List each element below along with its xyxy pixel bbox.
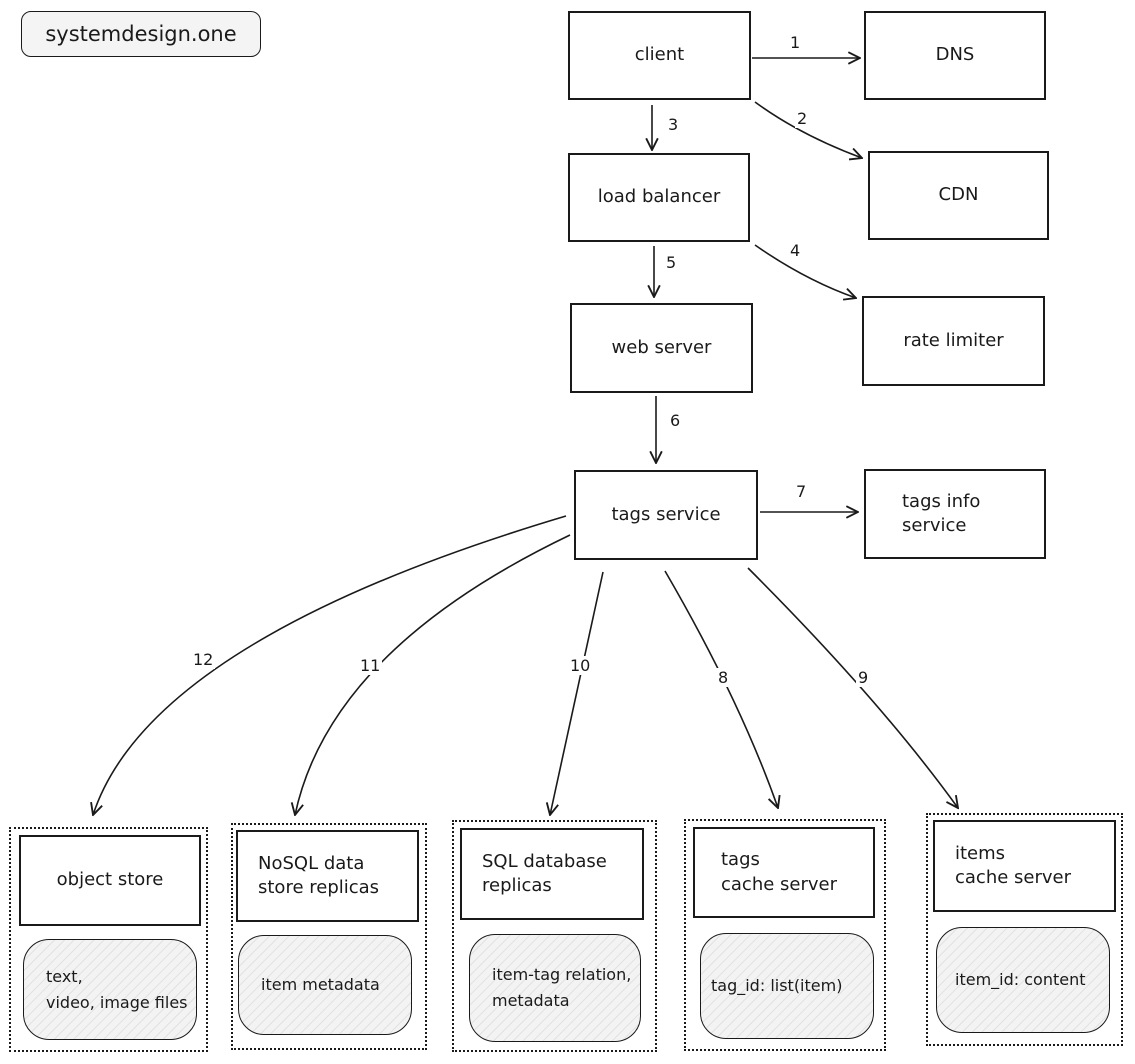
dns-node: DNS <box>864 11 1046 100</box>
edge-label-2: 2 <box>795 109 810 128</box>
sql-data: item-tag relation, metadata <box>469 934 641 1042</box>
edge-label-7: 7 <box>794 482 809 501</box>
cdn-node: CDN <box>868 151 1049 240</box>
object-store-node: object store <box>19 835 201 926</box>
edge-label-10: 10 <box>568 656 593 675</box>
edge-label-6: 6 <box>668 411 683 430</box>
sql-group <box>452 820 657 1052</box>
edge-4 <box>754 244 856 298</box>
object-store-data: text, video, image files <box>23 939 197 1040</box>
nosql-node: NoSQL data store replicas <box>236 830 419 922</box>
edge-8 <box>664 570 778 808</box>
load-balancer-node: load balancer <box>568 153 750 242</box>
tags-service-node: tags service <box>574 470 758 560</box>
edge-2 <box>754 101 862 158</box>
tags-cache-data: tag_id: list(item) <box>700 933 874 1039</box>
items-cache-group <box>926 813 1123 1046</box>
edge-11 <box>295 534 571 815</box>
edge-label-3: 3 <box>666 115 681 134</box>
edge-label-9: 9 <box>856 668 871 687</box>
sql-node: SQL database replicas <box>460 828 644 920</box>
items-cache-node: items cache server <box>933 820 1116 912</box>
rate-limiter-node: rate limiter <box>862 296 1045 386</box>
edge-10 <box>550 571 604 815</box>
edge-label-5: 5 <box>664 253 679 272</box>
edge-label-8: 8 <box>716 668 731 687</box>
edge-9 <box>747 567 958 808</box>
client-node: client <box>568 11 751 100</box>
items-cache-data: item_id: content <box>936 927 1110 1033</box>
edge-label-12: 12 <box>191 650 216 669</box>
nosql-group <box>231 823 427 1050</box>
edge-label-11: 11 <box>358 656 383 675</box>
edge-12 <box>93 515 567 815</box>
web-server-node: web server <box>570 303 753 393</box>
tags-cache-node: tags cache server <box>693 827 875 918</box>
tags-info-service-node: tags info service <box>864 469 1046 559</box>
nosql-data: item metadata <box>238 935 412 1035</box>
tags-cache-group <box>684 819 886 1051</box>
edge-label-4: 4 <box>788 241 803 260</box>
object-store-group <box>9 827 208 1052</box>
edge-label-1: 1 <box>788 33 803 52</box>
brand-logo: systemdesign.one <box>21 11 261 57</box>
